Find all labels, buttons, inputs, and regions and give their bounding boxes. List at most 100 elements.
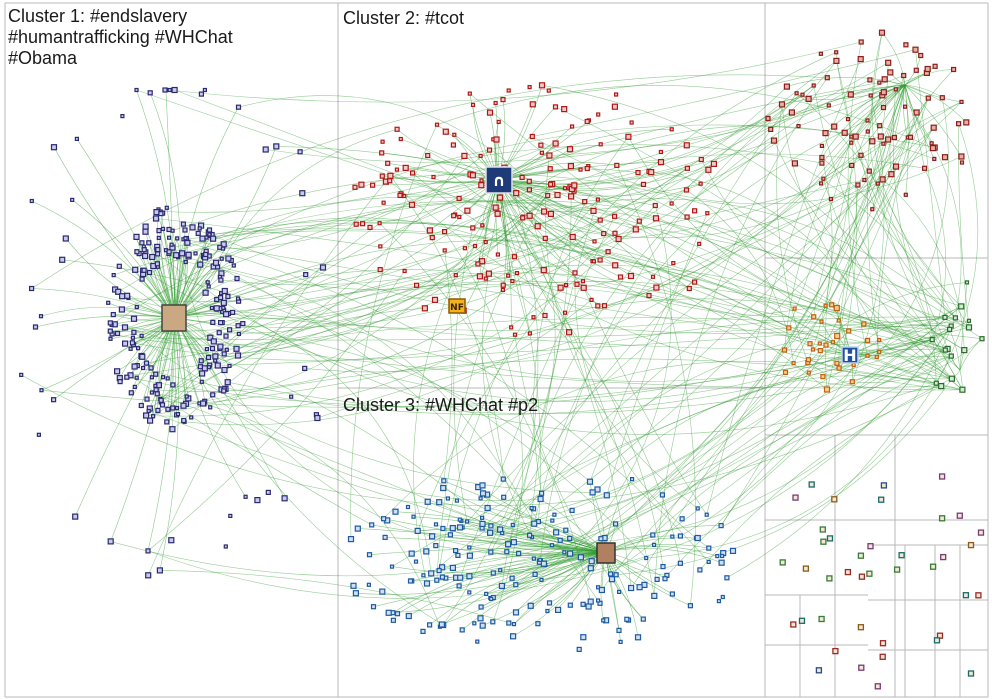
graph-edge bbox=[539, 94, 803, 560]
graph-edge bbox=[726, 317, 956, 579]
graph-node bbox=[903, 192, 908, 197]
graph-edge bbox=[936, 123, 979, 384]
graph-edge bbox=[812, 282, 968, 350]
graph-node bbox=[821, 176, 826, 181]
graph-edge bbox=[781, 104, 953, 379]
graph-node bbox=[426, 227, 433, 234]
graph-node bbox=[142, 252, 149, 260]
graph-edge bbox=[549, 72, 928, 156]
graph-node bbox=[611, 213, 618, 219]
graph-node bbox=[598, 586, 606, 594]
graph-node bbox=[289, 394, 294, 399]
graph-node bbox=[123, 292, 131, 299]
graph-node bbox=[567, 163, 575, 170]
graph-edge bbox=[515, 306, 962, 585]
graph-node bbox=[529, 133, 535, 140]
graph-node bbox=[828, 196, 834, 202]
graph-node bbox=[141, 365, 146, 371]
graph-node bbox=[831, 496, 838, 503]
graph-node bbox=[402, 164, 409, 171]
graph-node bbox=[153, 209, 160, 216]
graph-node bbox=[845, 116, 851, 122]
graph-node bbox=[768, 126, 774, 133]
graph-node bbox=[858, 39, 864, 45]
graph-edge bbox=[76, 138, 176, 319]
graph-edge bbox=[482, 527, 606, 553]
graph-node bbox=[684, 214, 690, 220]
graph-node bbox=[874, 683, 881, 690]
graph-node bbox=[353, 221, 359, 227]
graph-edge bbox=[459, 216, 615, 578]
graph-edge bbox=[159, 570, 515, 625]
graph-edge bbox=[949, 329, 961, 371]
graph-edge bbox=[879, 339, 952, 379]
graph-node bbox=[808, 481, 815, 488]
graph-node bbox=[228, 513, 233, 519]
graph-node bbox=[532, 571, 538, 578]
graph-edge bbox=[574, 272, 709, 549]
graph-node bbox=[817, 341, 822, 346]
graph-node bbox=[449, 564, 456, 572]
graph-node bbox=[878, 496, 885, 503]
graph-edge bbox=[544, 125, 799, 212]
graph-node bbox=[199, 379, 204, 384]
graph-node bbox=[59, 256, 66, 263]
graph-node bbox=[865, 118, 870, 123]
graph-node bbox=[225, 255, 232, 262]
graph-node bbox=[918, 52, 924, 59]
graph-node bbox=[893, 87, 898, 92]
graph-node bbox=[865, 129, 870, 134]
graph-edge bbox=[431, 364, 854, 574]
graph-node bbox=[531, 556, 537, 561]
graph-node bbox=[601, 618, 606, 623]
graph-edge bbox=[847, 41, 868, 356]
graph-node bbox=[540, 267, 547, 274]
graph-node bbox=[132, 266, 139, 273]
graph-node bbox=[50, 144, 58, 151]
node-layer bbox=[19, 29, 985, 690]
graph-node bbox=[584, 165, 590, 172]
graph-node bbox=[841, 129, 848, 136]
graph-node bbox=[170, 382, 176, 388]
graph-edge bbox=[606, 213, 708, 496]
graph-node bbox=[554, 606, 562, 614]
graph-node bbox=[546, 152, 553, 159]
graph-node bbox=[350, 582, 357, 589]
graph-node bbox=[203, 251, 209, 258]
graph-node bbox=[470, 102, 476, 108]
graph-node bbox=[243, 494, 248, 499]
graph-node bbox=[830, 340, 836, 345]
graph-node bbox=[405, 612, 412, 620]
graph-node bbox=[380, 139, 385, 144]
graph-edge bbox=[136, 89, 176, 319]
graph-node bbox=[148, 365, 154, 371]
graph-node bbox=[587, 598, 594, 605]
graph-node bbox=[452, 132, 457, 137]
graph-node bbox=[490, 570, 496, 576]
graph-node bbox=[146, 240, 152, 246]
graph-node bbox=[138, 402, 144, 409]
graph-edge bbox=[462, 551, 606, 631]
graph-edge bbox=[497, 163, 715, 190]
graph-edge bbox=[904, 84, 962, 157]
graph-edge bbox=[142, 105, 829, 369]
graph-node bbox=[644, 555, 649, 561]
graph-node bbox=[200, 400, 207, 407]
graph-node bbox=[216, 330, 222, 336]
graph-node bbox=[156, 235, 161, 240]
graph-node bbox=[410, 170, 416, 176]
graph-node bbox=[117, 379, 123, 385]
graph-edge bbox=[503, 215, 556, 498]
graph-node bbox=[488, 523, 494, 529]
graph-node bbox=[500, 476, 506, 482]
graph-node bbox=[162, 87, 168, 93]
graph-edge bbox=[53, 317, 176, 400]
graph-node bbox=[132, 384, 137, 389]
graph-edge bbox=[174, 317, 285, 499]
graph-node bbox=[938, 473, 946, 480]
graph-edge bbox=[383, 360, 794, 519]
graph-edge bbox=[147, 181, 387, 576]
graph-node bbox=[563, 527, 569, 533]
graph-node bbox=[299, 190, 306, 197]
graph-node bbox=[174, 405, 180, 411]
